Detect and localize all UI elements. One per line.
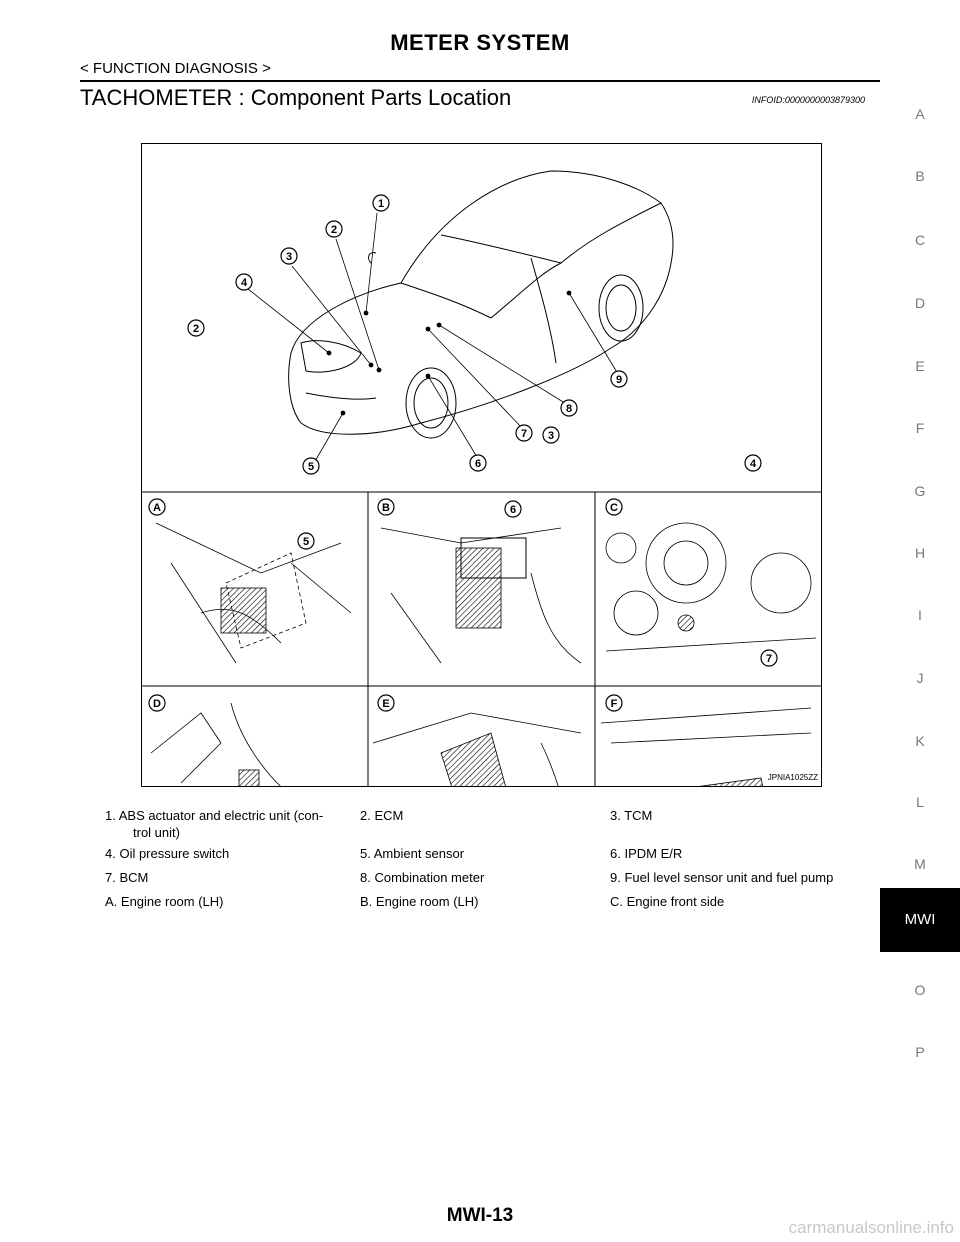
watermark: carmanualsonline.info (788, 1218, 954, 1237)
tab-a[interactable]: A (915, 106, 925, 122)
tab-e[interactable]: E (915, 358, 925, 374)
legend-item-c: C. Engine front side (610, 894, 725, 909)
panel-callout-2: 2 (187, 319, 205, 337)
callout-8: 8 (560, 399, 578, 417)
panel-callout-6: 6 (504, 500, 522, 518)
svg-text:5: 5 (308, 461, 314, 473)
svg-text:1: 1 (378, 198, 384, 210)
panel-callout-7: 7 (760, 649, 778, 667)
legend-item-8: 8. Combination meter (360, 870, 485, 885)
legend-item-1: 1. ABS actuator and electric unit (con- (105, 808, 324, 823)
tab-d[interactable]: D (914, 295, 926, 311)
legend-item-a: A. Engine room (LH) (105, 894, 224, 909)
page-heading: TACHOMETER : Component Parts Location (80, 85, 512, 110)
page-number: MWI-13 (446, 1205, 514, 1226)
info-id: INFOID:0000000003879300 (751, 95, 865, 105)
svg-text:7: 7 (521, 428, 527, 440)
section-tag: < FUNCTION DIAGNOSIS > (80, 60, 271, 77)
tab-o[interactable]: O (914, 982, 926, 998)
svg-text:6: 6 (475, 458, 481, 470)
callout-leaders (247, 212, 619, 464)
photo-panel-e (372, 712, 582, 787)
svg-text:B: B (382, 502, 390, 514)
legend-item-9: 9. Fuel level sensor unit and fuel pump (610, 870, 834, 885)
svg-text:E: E (382, 698, 389, 710)
callout-2: 2 (325, 220, 343, 238)
tab-mwi-active[interactable]: MWI (880, 888, 960, 952)
panel-label-a: A (148, 498, 166, 516)
panel-callout-5: 5 (297, 532, 315, 550)
photo-panel-d (150, 702, 282, 787)
svg-text:4: 4 (241, 277, 248, 289)
svg-text:A: A (153, 502, 161, 514)
tab-k[interactable]: K (915, 733, 925, 749)
callout-7: 7 (515, 424, 533, 442)
panel-callout-4: 4 (744, 454, 762, 472)
tab-h[interactable]: H (914, 545, 926, 561)
panel-label-f: F (605, 694, 623, 712)
legend-item-2: 2. ECM (360, 808, 404, 823)
callout-1: 1 (372, 194, 390, 212)
tab-p[interactable]: P (915, 1044, 925, 1060)
legend-item-4: 4. Oil pressure switch (105, 846, 230, 861)
panel-callout-3: 3 (542, 426, 560, 444)
svg-text:5: 5 (303, 536, 309, 548)
tab-i[interactable]: I (918, 607, 922, 623)
svg-text:4: 4 (750, 458, 757, 470)
callout-5: 5 (302, 457, 320, 475)
panel-label-d: D (148, 694, 166, 712)
callout-9: 9 (610, 370, 628, 388)
svg-text:C: C (610, 502, 618, 514)
legend-item-1-cont: trol unit) (133, 825, 180, 840)
svg-text:F: F (611, 698, 618, 710)
legend-item-b: B. Engine room (LH) (360, 894, 479, 909)
document-title: METER SYSTEM (390, 30, 570, 55)
svg-text:7: 7 (766, 653, 772, 665)
panel-label-c: C (605, 498, 623, 516)
component-location-figure: 1234567892345679ABCDEFG JPNIA1025ZZ (141, 143, 822, 787)
svg-text:6: 6 (510, 504, 516, 516)
figure-illustration: 1234567892345679ABCDEFG (141, 143, 822, 787)
legend-item-6: 6. IPDM E/R (610, 846, 683, 861)
tab-b[interactable]: B (915, 168, 925, 184)
callout-4: 4 (235, 273, 253, 291)
svg-text:3: 3 (548, 430, 554, 442)
svg-text:2: 2 (193, 323, 199, 335)
tab-j[interactable]: J (916, 670, 924, 686)
svg-text:3: 3 (286, 251, 292, 263)
vehicle-illustration (288, 170, 674, 439)
panel-label-b: B (377, 498, 395, 516)
svg-text:2: 2 (331, 224, 337, 236)
photo-panel-b (380, 527, 582, 664)
tab-f[interactable]: F (915, 420, 925, 436)
tab-m[interactable]: M (914, 856, 926, 872)
legend-item-7: 7. BCM (105, 870, 149, 885)
photo-panel-c (605, 522, 817, 652)
svg-text:D: D (153, 698, 161, 710)
photo-panel-f (600, 707, 812, 787)
legend-item-5: 5. Ambient sensor (360, 846, 465, 861)
callout-6: 6 (469, 454, 487, 472)
photo-panel-a (155, 522, 352, 664)
legend-item-3: 3. TCM (610, 808, 653, 823)
svg-text:8: 8 (566, 403, 572, 415)
header-rule (80, 80, 880, 82)
tab-g[interactable]: G (914, 483, 926, 499)
tab-c[interactable]: C (914, 232, 926, 248)
svg-text:9: 9 (616, 374, 622, 386)
tab-l[interactable]: L (916, 794, 924, 810)
callout-3: 3 (280, 247, 298, 265)
figure-id-code: JPNIA1025ZZ (767, 773, 818, 782)
panel-label-e: E (377, 694, 395, 712)
